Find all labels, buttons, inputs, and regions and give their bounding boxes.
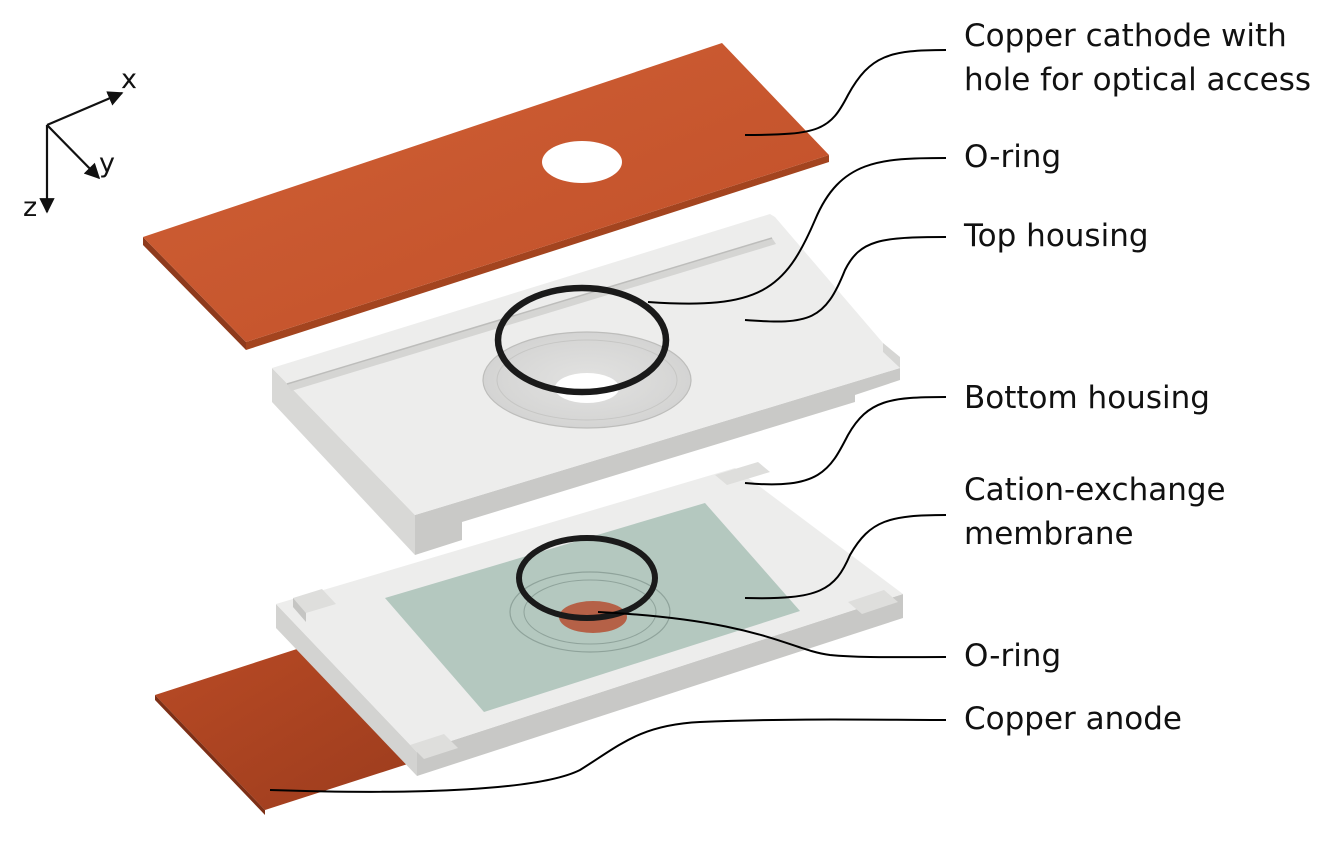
- copper-anode: [155, 648, 420, 815]
- label-oring-top: O-ring: [964, 139, 1062, 175]
- leader-anode: [269, 718, 947, 793]
- y-axis-label: y: [99, 148, 115, 179]
- x-axis-label: x: [121, 64, 137, 95]
- label-top-housing: Top housing: [964, 218, 1149, 254]
- optical-access-hole: [542, 141, 622, 183]
- x-axis-arrow: [46, 91, 124, 127]
- top-housing-hole: [555, 373, 619, 403]
- label-bottom-housing: Bottom housing: [964, 380, 1210, 416]
- axis-triad: x y z: [23, 64, 137, 223]
- leader-membrane: [744, 514, 947, 600]
- o-ring-bottom: [516, 535, 658, 621]
- leader-oring-bottom: [597, 611, 947, 659]
- bottom-housing: [276, 462, 903, 776]
- label-cathode-line2: hole for optical access: [964, 62, 1312, 98]
- leader-oring-top: [647, 157, 947, 305]
- label-membrane-line2: membrane: [964, 516, 1134, 552]
- label-oring-bottom: O-ring: [964, 638, 1062, 674]
- z-axis-label: z: [23, 192, 37, 223]
- label-cathode-line1: Copper cathode with: [964, 18, 1287, 54]
- copper-cathode: [143, 43, 829, 350]
- top-housing: [272, 214, 900, 555]
- leader-cathode: [744, 49, 947, 136]
- label-anode: Copper anode: [964, 701, 1182, 737]
- leader-lines: [269, 49, 947, 793]
- leader-bottom-housing: [744, 396, 947, 486]
- o-ring-top: [494, 284, 670, 396]
- leader-top-housing: [744, 236, 947, 323]
- label-membrane-line1: Cation-exchange: [964, 472, 1226, 508]
- y-axis-arrow: [46, 124, 101, 180]
